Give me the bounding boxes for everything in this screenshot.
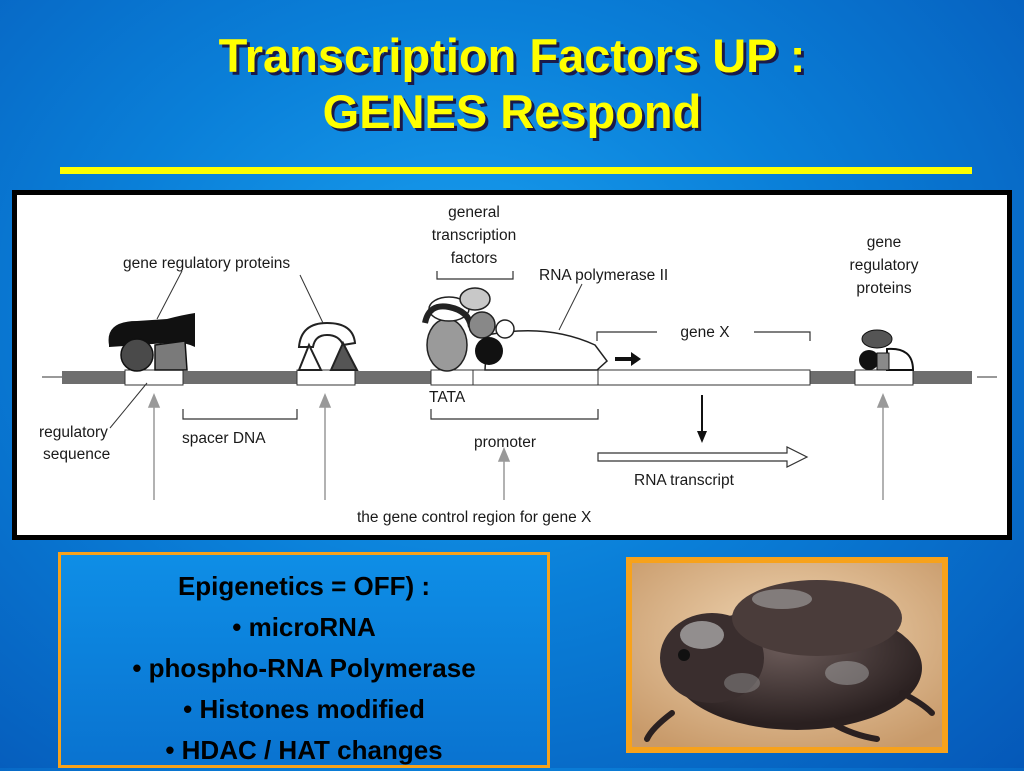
promoter-region <box>472 369 599 386</box>
label-rna-transcript: RNA transcript <box>634 472 735 489</box>
label-factors: factors <box>451 250 498 267</box>
frog-image <box>632 563 942 747</box>
tf-blob-upper <box>459 287 491 311</box>
regulatory-protein-small <box>154 340 188 371</box>
list-item: • microRNA <box>232 612 376 642</box>
label-rna-polymerase: RNA polymerase II <box>539 267 668 284</box>
epigenetics-heading: Epigenetics = OFF) : <box>177 571 431 601</box>
regulatory-sequence-3 <box>854 369 914 386</box>
tata-box <box>430 369 474 386</box>
bracket-general-tf <box>436 271 514 280</box>
right-protein-black <box>859 350 879 370</box>
upward-arrows <box>147 393 890 500</box>
list-item: • Histones modified <box>183 694 425 724</box>
label-gene-regulatory-proteins: gene regulatory proteins <box>123 255 290 272</box>
pointer-regulatory-sequence <box>109 382 148 429</box>
bracket-promoter <box>430 409 599 420</box>
rna-polymerase-ii <box>484 330 609 371</box>
label-proteins-right: proteins <box>856 280 911 297</box>
tf-circle-black <box>475 337 503 365</box>
label-transcription: transcription <box>432 227 516 244</box>
title-underline <box>60 167 972 174</box>
label-sequence: sequence <box>43 446 110 463</box>
pointer-middle-protein <box>299 274 324 324</box>
regulatory-protein-wedge <box>329 340 359 371</box>
tf-blob-large <box>426 318 468 372</box>
title-line-2: GENES Respond <box>322 85 702 138</box>
pointer-left-protein <box>156 270 183 320</box>
label-gene-right: gene <box>867 234 901 251</box>
regulatory-protein-foot <box>297 342 323 371</box>
regulatory-protein-arch <box>297 321 357 348</box>
gene-x-region <box>597 369 811 386</box>
pointer-polymerase <box>558 283 583 331</box>
regulatory-sequence-1 <box>124 369 184 386</box>
regulatory-sequence-2 <box>296 369 356 386</box>
transcription-down-arrowhead <box>697 431 707 443</box>
bracket-spacer-dna <box>182 409 298 420</box>
epigenetics-list: • microRNA • phospho-RNA Polymerase • Hi… <box>61 607 547 771</box>
frog-photo <box>626 557 948 753</box>
epigenetics-box: Epigenetics = OFF) : • microRNA • phosph… <box>58 552 550 768</box>
tf-circle-white <box>495 319 515 339</box>
right-protein-top <box>861 329 893 349</box>
tf-circle-grey <box>468 311 496 339</box>
label-gene-x: gene X <box>680 324 730 341</box>
bracket-gene-x <box>596 331 811 341</box>
regulatory-protein-ball <box>120 338 154 372</box>
label-spacer-dna: spacer DNA <box>182 430 266 447</box>
list-item: • HDAC / HAT changes <box>165 735 443 765</box>
transcription-start-arrow <box>615 352 641 366</box>
regulatory-protein-large <box>108 313 195 347</box>
label-tata: TATA <box>429 389 466 406</box>
label-control-region: the gene control region for gene X <box>357 509 592 526</box>
label-promoter: promoter <box>474 434 536 451</box>
label-general: general <box>448 204 500 221</box>
diagram-svg: gene regulatory proteins general transcr… <box>39 204 997 526</box>
slide-title: Transcription Factors UP : GENES Respond <box>0 28 1024 140</box>
gene-control-diagram: gene regulatory proteins general transcr… <box>12 190 1012 540</box>
tf-arc <box>422 303 474 328</box>
right-protein-white <box>886 347 915 371</box>
rna-transcript-arrow <box>597 446 809 468</box>
title-line-1: Transcription Factors UP : <box>218 29 806 82</box>
label-regulatory-right: regulatory <box>850 257 919 274</box>
right-protein-grey <box>876 352 890 371</box>
list-item: • phospho-RNA Polymerase <box>132 653 476 683</box>
label-regulatory: regulatory <box>39 424 108 441</box>
